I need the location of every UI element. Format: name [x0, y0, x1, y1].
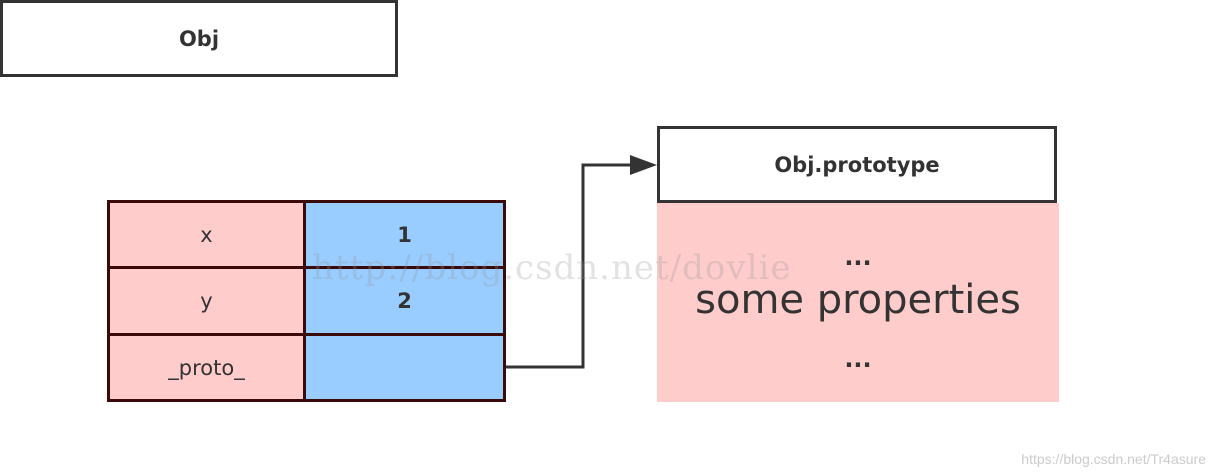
prototype-body: ... some properties ... [657, 203, 1059, 402]
prototype-ellipsis-top: ... [844, 243, 872, 271]
prototype-ellipsis-bottom: ... [844, 345, 872, 373]
obj-key-cell-proto: _proto_ [107, 333, 306, 402]
obj-value-label: 1 [397, 222, 412, 247]
obj-key-label: x [200, 222, 213, 247]
arrow-head-icon [630, 155, 657, 175]
prototype-title: Obj.prototype [774, 152, 940, 177]
corner-watermark: https://blog.csdn.net/Tr4asure [1021, 451, 1206, 467]
prototype-header: Obj.prototype [657, 126, 1057, 203]
obj-value-label: 2 [397, 289, 412, 313]
obj-value-cell-x: 1 [303, 200, 506, 269]
obj-value-cell-y: 2 [303, 266, 506, 336]
obj-key-label: _proto_ [168, 355, 245, 380]
obj-title: Obj [178, 26, 220, 51]
obj-key-label: y [200, 289, 213, 313]
prototype-body-text: some properties [695, 277, 1021, 323]
obj-value-cell-proto [303, 333, 506, 402]
proto-link-line [506, 163, 636, 369]
obj-header: Obj [0, 0, 398, 77]
center-watermark: http://blog.csdn.net/dovlie [312, 248, 792, 288]
